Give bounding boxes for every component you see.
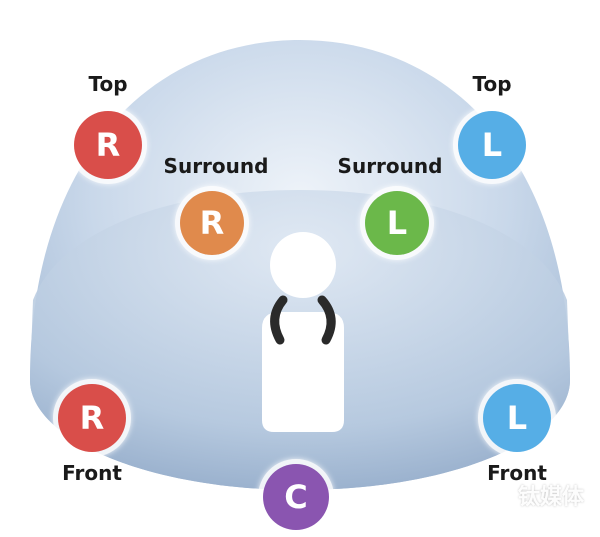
speaker-surround-left: L — [360, 186, 434, 260]
speaker-letter: R — [80, 399, 105, 437]
headphone-left-icon — [270, 295, 288, 345]
speaker-surround-right: R — [175, 186, 249, 260]
speaker-letter: L — [507, 399, 527, 437]
speakers-layer: R L R L R L C — [53, 106, 556, 535]
speaker-front-right: R — [53, 379, 131, 457]
speaker-disc — [74, 111, 142, 179]
speaker-front-left: L — [478, 379, 556, 457]
watermark-logo-icon — [458, 483, 488, 513]
speaker-disc — [365, 191, 429, 255]
speaker-letter: R — [200, 204, 225, 242]
speaker-disc — [58, 384, 126, 452]
speaker-center: C — [258, 459, 334, 535]
speaker-disc — [180, 191, 244, 255]
speaker-label-front-right: Front — [62, 461, 122, 485]
speaker-disc — [483, 384, 551, 452]
speaker-top-left: L — [453, 106, 531, 184]
speaker-label-surround-left: Surround — [337, 154, 443, 178]
speaker-label-top-right: Top — [88, 72, 128, 96]
speaker-letter: L — [482, 126, 502, 164]
listener-head — [270, 232, 336, 298]
headphone-right-icon — [317, 295, 336, 345]
speaker-label-surround-right: Surround — [163, 154, 269, 178]
speaker-letter: R — [96, 126, 121, 164]
speaker-label-top-left: Top — [472, 72, 512, 96]
speaker-label-front-left: Front — [487, 461, 547, 485]
speaker-disc — [458, 111, 526, 179]
speaker-letter: C — [284, 478, 307, 516]
speaker-top-right: R — [69, 106, 147, 184]
listener-figure — [262, 232, 344, 432]
speaker-letter: L — [387, 204, 407, 242]
speaker-disc — [263, 464, 329, 530]
watermark-text: 钛媒体 — [517, 485, 584, 510]
